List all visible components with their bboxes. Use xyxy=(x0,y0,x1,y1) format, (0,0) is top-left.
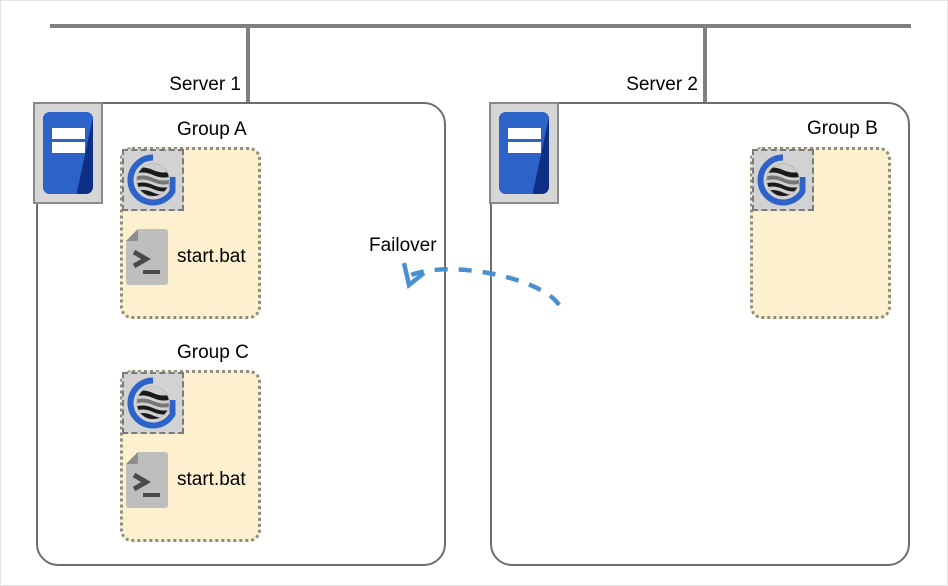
server-bay-bar-1 xyxy=(51,128,85,140)
server-2-machine-icon xyxy=(489,102,559,204)
cluster-app-icon xyxy=(752,149,814,211)
group-c-script-row: start.bat xyxy=(125,451,246,509)
server-chassis xyxy=(499,112,549,194)
group-c-label: Group C xyxy=(177,342,249,363)
server-1-machine-icon xyxy=(33,102,103,204)
group-a-script-row: start.bat xyxy=(125,228,246,286)
script-file-icon xyxy=(126,229,168,285)
cluster-app-icon xyxy=(122,372,184,434)
group-b-label: Group B xyxy=(807,118,878,139)
group-a-script-name: start.bat xyxy=(177,246,246,267)
script-file-icon xyxy=(126,452,168,508)
failover-arrow-icon xyxy=(401,262,561,307)
network-drop-server-1 xyxy=(246,24,250,104)
server-chassis xyxy=(43,112,93,194)
failover-label: Failover xyxy=(369,235,437,256)
server-1-box xyxy=(36,102,446,566)
cluster-app-icon xyxy=(122,149,184,211)
network-drop-server-2 xyxy=(703,24,707,104)
server-2-label: Server 2 xyxy=(626,74,698,95)
group-c-script-name: start.bat xyxy=(177,469,246,490)
server-bay-bar-2 xyxy=(507,141,541,153)
network-bus-horizontal xyxy=(50,24,911,28)
server-bay-bar-1 xyxy=(507,128,541,140)
server-2-box xyxy=(490,102,910,566)
server-bay-bar-2 xyxy=(51,141,85,153)
server-1-label: Server 1 xyxy=(169,74,241,95)
group-a-label: Group A xyxy=(177,119,247,140)
